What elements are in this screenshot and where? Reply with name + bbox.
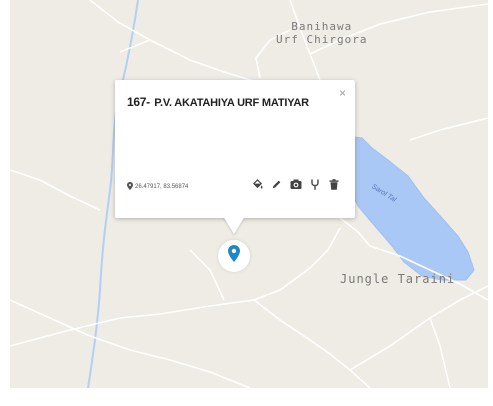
location-pin-icon [127,182,133,192]
place-label-village-line2: Urf Chirgora [276,33,368,46]
popup-pointer [223,216,245,234]
map-canvas[interactable]: Banihawa Urf Chirgora Jungle Taraini Sar… [10,0,488,388]
coordinates-text: 26.47917, 83.56874 [135,184,189,190]
tuning-fork-icon[interactable] [308,178,321,191]
popup-toolbar [251,178,340,191]
popup-name: P.V. AKATAHIYA URF MATIYAR [154,97,309,109]
map-marker[interactable] [218,240,250,272]
info-popup: 167- P.V. AKATAHIYA URF MATIYAR × 26.479… [115,80,355,218]
place-label-village: Banihawa Urf Chirgora [276,20,367,46]
pencil-icon[interactable] [270,178,283,191]
trash-icon[interactable] [327,178,340,191]
stream-line [87,0,139,388]
camera-icon[interactable] [289,178,302,191]
paint-bucket-icon[interactable] [251,178,264,191]
place-label-jungle: Jungle Taraini [340,272,456,286]
location-pin-icon [228,245,240,267]
lake-shape [344,135,475,281]
popup-title: 167- P.V. AKATAHIYA URF MATIYAR [127,93,309,111]
coordinates: 26.47917, 83.56874 [127,182,188,192]
place-label-village-line1: Banihawa [291,20,353,33]
map-base-layer [10,0,488,388]
popup-id-number: 167- [127,95,150,109]
close-button[interactable]: × [338,86,346,100]
